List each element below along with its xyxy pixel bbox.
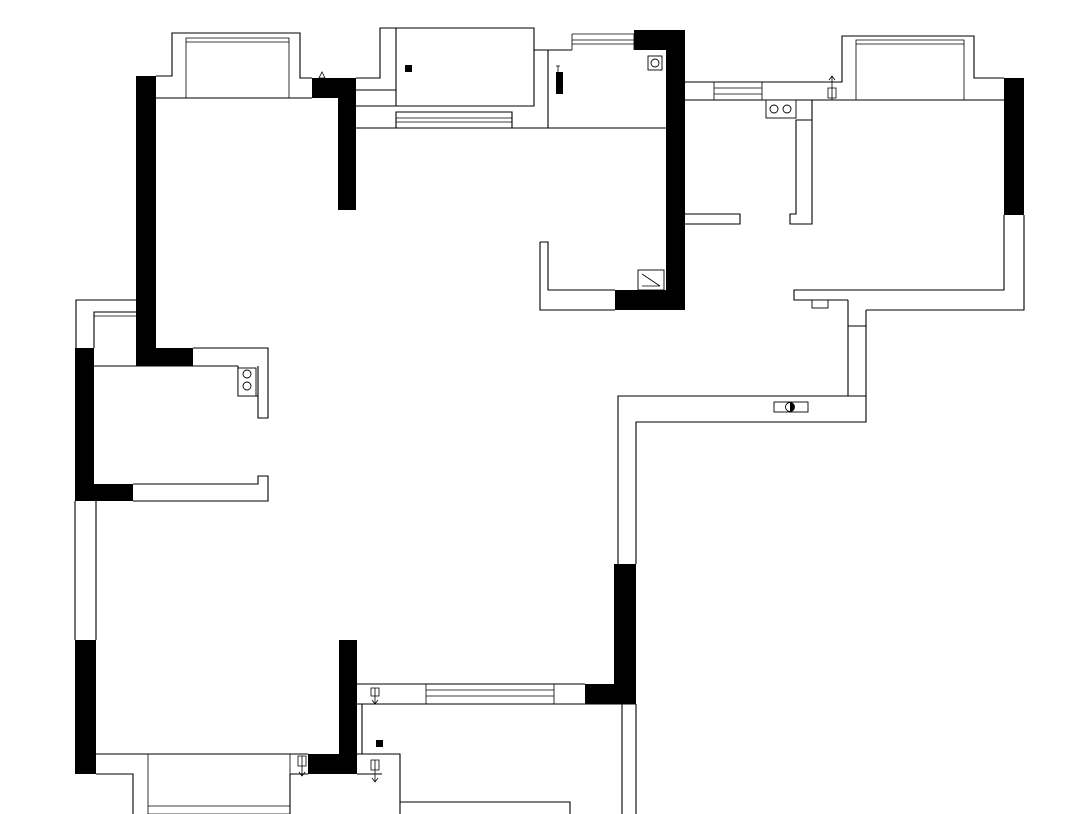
riser-right-top xyxy=(827,75,837,100)
window-right-top-left xyxy=(713,82,763,100)
riser-lower-left xyxy=(297,755,307,777)
window-left-mid xyxy=(94,311,136,317)
corridor-right-inner xyxy=(617,395,848,564)
right-partition-stub xyxy=(685,213,741,225)
wall-lower-right xyxy=(614,564,636,704)
right-duct xyxy=(847,300,867,397)
bathroom-side-wall xyxy=(534,50,549,129)
structural-walls xyxy=(75,30,1024,774)
room-right-top-outer xyxy=(685,35,1004,83)
wall-far-right xyxy=(1004,78,1024,215)
pipe-box-right-top xyxy=(765,99,797,119)
wall-stub-top xyxy=(338,78,356,210)
meter-corridor-dial-half xyxy=(790,402,795,412)
wall-lower-right-foot xyxy=(585,684,636,704)
bathroom-top-outline xyxy=(356,27,572,79)
corridor-right-outer xyxy=(635,396,867,564)
pipe-left-b xyxy=(242,381,252,391)
pipe-right-b xyxy=(782,104,792,114)
left-wall-outline xyxy=(74,501,97,640)
bay-top-left-outer xyxy=(156,32,312,79)
valve-stem xyxy=(556,65,560,72)
window-top-left xyxy=(185,37,290,98)
meter-right xyxy=(811,299,829,309)
left-shaft xyxy=(193,347,269,419)
riser-lower-top xyxy=(370,687,380,705)
bathroom-door-track xyxy=(396,117,512,123)
window-right-top xyxy=(855,39,965,100)
room-right-outer-low xyxy=(866,215,1025,311)
lower-room-lobby xyxy=(357,753,382,775)
lower-room-jamb xyxy=(361,704,401,814)
kitchen-counter xyxy=(539,241,615,311)
marker-top-left xyxy=(318,71,326,79)
drain-top-right-ring xyxy=(650,58,660,68)
wall-left-lower xyxy=(75,640,96,774)
riser-lower-mid xyxy=(370,759,380,783)
window-top-center xyxy=(571,33,635,50)
wall-left-mid xyxy=(75,348,94,501)
lower-left-jamb xyxy=(289,773,308,814)
marker-top-center xyxy=(405,65,412,72)
wall-left-upper-foot xyxy=(136,348,193,366)
lower-room-sill xyxy=(400,801,571,814)
room-right-pillar xyxy=(789,100,813,225)
marker-lower-center xyxy=(376,740,383,747)
window-lower-left xyxy=(147,754,291,814)
valve-top-center xyxy=(556,72,563,94)
partition-outlines xyxy=(74,27,1025,814)
wall-right-vertical xyxy=(666,30,685,310)
wall-right-foot xyxy=(615,290,685,310)
bathroom-tub xyxy=(395,28,535,107)
wall-left-upper xyxy=(136,76,156,366)
left-door-frame xyxy=(133,475,269,502)
fixtures xyxy=(237,55,837,783)
pipe-right-a xyxy=(769,104,779,114)
bathroom-bench xyxy=(395,111,513,129)
bay-lower-left xyxy=(96,753,308,814)
bay-left-mid-top xyxy=(75,299,136,348)
pipe-left-a xyxy=(242,369,252,379)
lower-room-right-wall xyxy=(621,704,637,814)
room-right-inner-low xyxy=(793,215,1005,301)
sink-kitchen-detail xyxy=(641,273,661,287)
wall-lower-center xyxy=(339,640,357,774)
wall-lower-center-foot xyxy=(308,754,357,774)
lower-room-top xyxy=(357,683,636,705)
wall-left-mid-foot xyxy=(75,484,133,501)
bathroom-step xyxy=(356,89,396,107)
lower-room-door-track xyxy=(425,684,555,704)
